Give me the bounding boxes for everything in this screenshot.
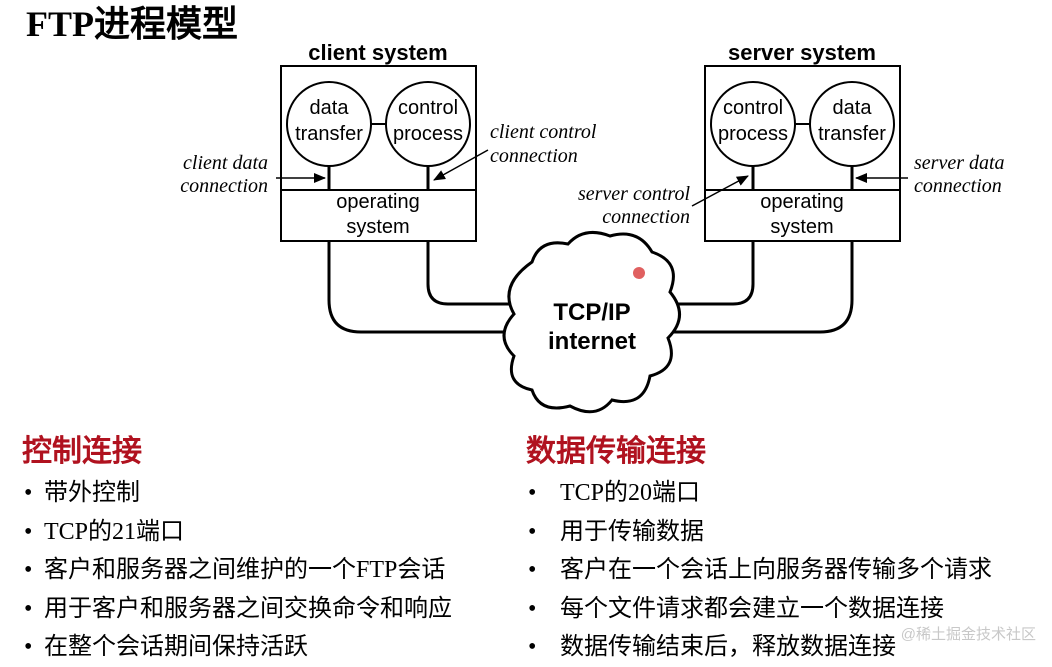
- page-title: FTP进程模型: [26, 4, 238, 44]
- server-control-process-label-1: control: [723, 97, 783, 119]
- list-item: •每个文件请求都会建立一个数据连接: [526, 590, 1046, 629]
- control-connection-heading: 控制连接: [22, 435, 142, 468]
- control-connection-section: 控制连接 •带外控制 •TCP的21端口 •客户和服务器之间维护的一个FTP会话…: [22, 432, 542, 667]
- list-item: •客户在一个会话上向服务器传输多个请求: [526, 551, 1046, 590]
- client-system-label: client system: [308, 40, 447, 65]
- data-connection-heading: 数据传输连接: [526, 435, 706, 468]
- list-item: •TCP的21端口: [22, 513, 542, 552]
- bullet-icon: •: [24, 595, 33, 622]
- client-system-box: [280, 65, 477, 242]
- client-data-transfer-label-1: data: [310, 97, 350, 119]
- client-control-path: [426, 241, 520, 306]
- bullet-icon: •: [528, 557, 537, 583]
- server-control-connection-label-2: connection: [602, 206, 690, 228]
- list-item: •用于传输数据: [526, 513, 1046, 552]
- bullet-icon: •: [528, 480, 537, 506]
- client-data-connection-label-1: client data: [183, 152, 268, 174]
- server-system-box: [704, 65, 901, 242]
- client-control-connection-label-2: connection: [490, 145, 578, 167]
- server-control-connection-arrow: [691, 175, 749, 207]
- server-data-transfer-label-1: data: [833, 97, 873, 119]
- server-system-label: server system: [728, 40, 876, 65]
- list-item: •数据传输结束后，释放数据连接: [526, 628, 1046, 667]
- client-control-connection-label-1: client control: [490, 121, 597, 143]
- watermark: @稀土掘金技术社区: [900, 626, 1036, 643]
- client-os-label-1: operating: [336, 191, 419, 213]
- client-control-connection-arrow: [433, 149, 489, 181]
- server-os-label-1: operating: [760, 191, 843, 213]
- bullet-icon: •: [24, 480, 33, 506]
- data-connection-section: 数据传输连接 •TCP的20端口 •用于传输数据 •客户在一个会话上向服务器传输…: [526, 432, 1046, 667]
- bullet-icon: •: [24, 518, 33, 545]
- client-data-transfer-label-2: transfer: [295, 123, 363, 145]
- client-control-process-label-2: process: [393, 123, 463, 145]
- network-label-1: TCP/IP: [553, 299, 630, 326]
- client-os-label-2: system: [346, 216, 409, 238]
- list-item: •用于客户和服务器之间交换命令和响应: [22, 590, 542, 629]
- server-control-process-label-2: process: [718, 123, 788, 145]
- data-connection-list: •TCP的20端口 •用于传输数据 •客户在一个会话上向服务器传输多个请求 •每…: [526, 474, 1046, 667]
- bullet-icon: •: [24, 634, 33, 660]
- network-label-2: internet: [548, 328, 636, 355]
- server-data-path: [660, 241, 854, 334]
- server-data-connection-label-1: server data: [914, 152, 1005, 174]
- client-control-process-label-1: control: [398, 97, 458, 119]
- list-item: •TCP的20端口: [526, 474, 1046, 513]
- list-item: •带外控制: [22, 474, 542, 513]
- ftp-process-diagram: client system data transfer control proc…: [180, 40, 1005, 414]
- pointer-marker-dot: [633, 267, 645, 279]
- server-control-path: [660, 241, 755, 306]
- bullet-icon: •: [528, 595, 537, 622]
- client-data-connection-label-2: connection: [180, 175, 268, 197]
- server-control-connection-label-1: server control: [578, 183, 690, 205]
- server-data-transfer-label-2: transfer: [818, 123, 886, 145]
- bullet-icon: •: [24, 557, 33, 583]
- list-item: •客户和服务器之间维护的一个FTP会话: [22, 551, 542, 590]
- bullet-icon: •: [528, 634, 537, 660]
- server-data-connection-label-2: connection: [914, 175, 1002, 197]
- server-os-label-2: system: [770, 216, 833, 238]
- client-data-path: [327, 241, 520, 334]
- bullet-icon: •: [528, 518, 537, 545]
- control-connection-list: •带外控制 •TCP的21端口 •客户和服务器之间维护的一个FTP会话 •用于客…: [22, 474, 542, 667]
- list-item: •在整个会话期间保持活跃: [22, 628, 542, 667]
